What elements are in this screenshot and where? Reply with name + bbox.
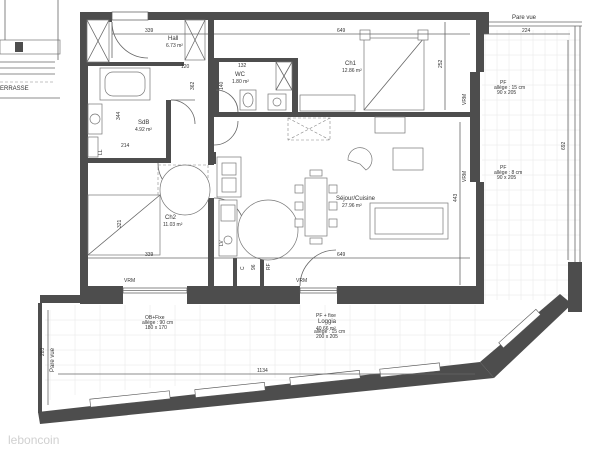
window-bottom-left-type: OB+Fixe <box>145 315 165 321</box>
window-ch1-allege: allège : 15 cm <box>494 85 525 91</box>
window-bottom-left-allege: allège : 90 cm <box>142 320 173 326</box>
rf-label: RF <box>266 263 272 270</box>
room-sejour-area: 27.96 m² <box>342 203 362 209</box>
window-bottom-mid-allege: allège : 15 cm <box>314 329 345 335</box>
lv-label: LV <box>219 240 225 246</box>
room-loggia-area: 40.66 m² <box>316 326 336 332</box>
dim-344: 344 <box>116 111 122 120</box>
pare-vue-left: Pare vue <box>50 347 56 372</box>
room-wc-area: 1.80 m² <box>232 79 249 85</box>
window-bottom-mid-size: 200 x 205 <box>316 334 338 340</box>
room-sejour-name: Séjour/Cuisine <box>336 196 376 202</box>
window-ch1-type: PF <box>500 80 506 86</box>
room-ch2-name: Ch2 <box>165 215 177 221</box>
pare-vue-top: Pare vue <box>512 15 537 21</box>
dim-443: 443 <box>453 193 459 202</box>
dim-top-224: 224 <box>522 28 531 34</box>
dim-loggia-1134: 1134 <box>257 368 268 374</box>
dim-321: 321 <box>117 219 123 228</box>
walls <box>38 12 582 424</box>
dim-bottom-339: 339 <box>145 252 154 258</box>
dim-252: 252 <box>438 59 444 68</box>
window-sejour-allege: allège : 8 cm <box>494 170 522 176</box>
window-bottom-mid-type: PF + fixe <box>316 313 336 319</box>
room-ch1-area: 12.86 m² <box>342 68 362 74</box>
dim-214: 214 <box>121 143 130 149</box>
window-bottom-left-size: 180 x 170 <box>145 325 167 331</box>
misc-labels: LL LV C RF VRM VRM VRM VRM Pare vue Pare… <box>50 15 537 372</box>
vrm-side-2: VRM <box>462 171 468 182</box>
vrm-bottom-left: VRM <box>124 278 135 284</box>
dim-362: 362 <box>190 81 196 90</box>
vrm-bottom-mid: VRM <box>296 278 307 284</box>
room-wc-name: WC <box>235 72 246 78</box>
loggia-grid <box>45 305 545 400</box>
dim-bottom-649: 649 <box>337 252 346 258</box>
leboncoin-watermark: leboncoin <box>8 433 59 447</box>
vrm-side-1: VRM <box>462 94 468 105</box>
fixtures <box>86 19 449 261</box>
room-sdb-name: SdB <box>138 120 149 126</box>
room-sdb-area: 4.92 m² <box>135 127 152 133</box>
c-label: C <box>240 266 246 270</box>
room-hall-name: Hall <box>168 36 178 42</box>
terrasse-detail <box>0 0 61 99</box>
dim-top-649: 649 <box>337 28 346 34</box>
room-loggia-name: Loggia <box>318 319 337 325</box>
terrace-grid-right <box>482 30 580 300</box>
dim-96: 96 <box>251 264 257 270</box>
room-ch2-area: 11.03 m² <box>163 222 183 228</box>
room-labels: Hall 6.73 m² WC 1.80 m² Ch1 12.86 m² SdB… <box>135 36 376 332</box>
window-sejour-size: 90 x 205 <box>497 175 516 181</box>
ll-label: LL <box>98 149 104 155</box>
window-sejour-type: PF <box>500 165 506 171</box>
room-hall-area: 6.73 m² <box>166 43 183 49</box>
window-ch1-size: 90 x 205 <box>497 90 516 96</box>
terrasse-label: ERRASSE <box>0 86 29 92</box>
dim-140: 140 <box>219 81 225 90</box>
dim-top-339: 339 <box>145 28 154 34</box>
dim-132: 132 <box>238 63 247 69</box>
dim-692: 692 <box>561 141 567 150</box>
dimension-texts: 339 649 224 120 132 252 362 140 214 344 … <box>40 28 567 374</box>
dimension-lines <box>47 22 570 405</box>
windows <box>89 11 542 408</box>
dim-loggia-283: 283 <box>40 347 46 356</box>
room-ch1-name: Ch1 <box>345 61 357 67</box>
dim-120: 120 <box>181 64 190 70</box>
